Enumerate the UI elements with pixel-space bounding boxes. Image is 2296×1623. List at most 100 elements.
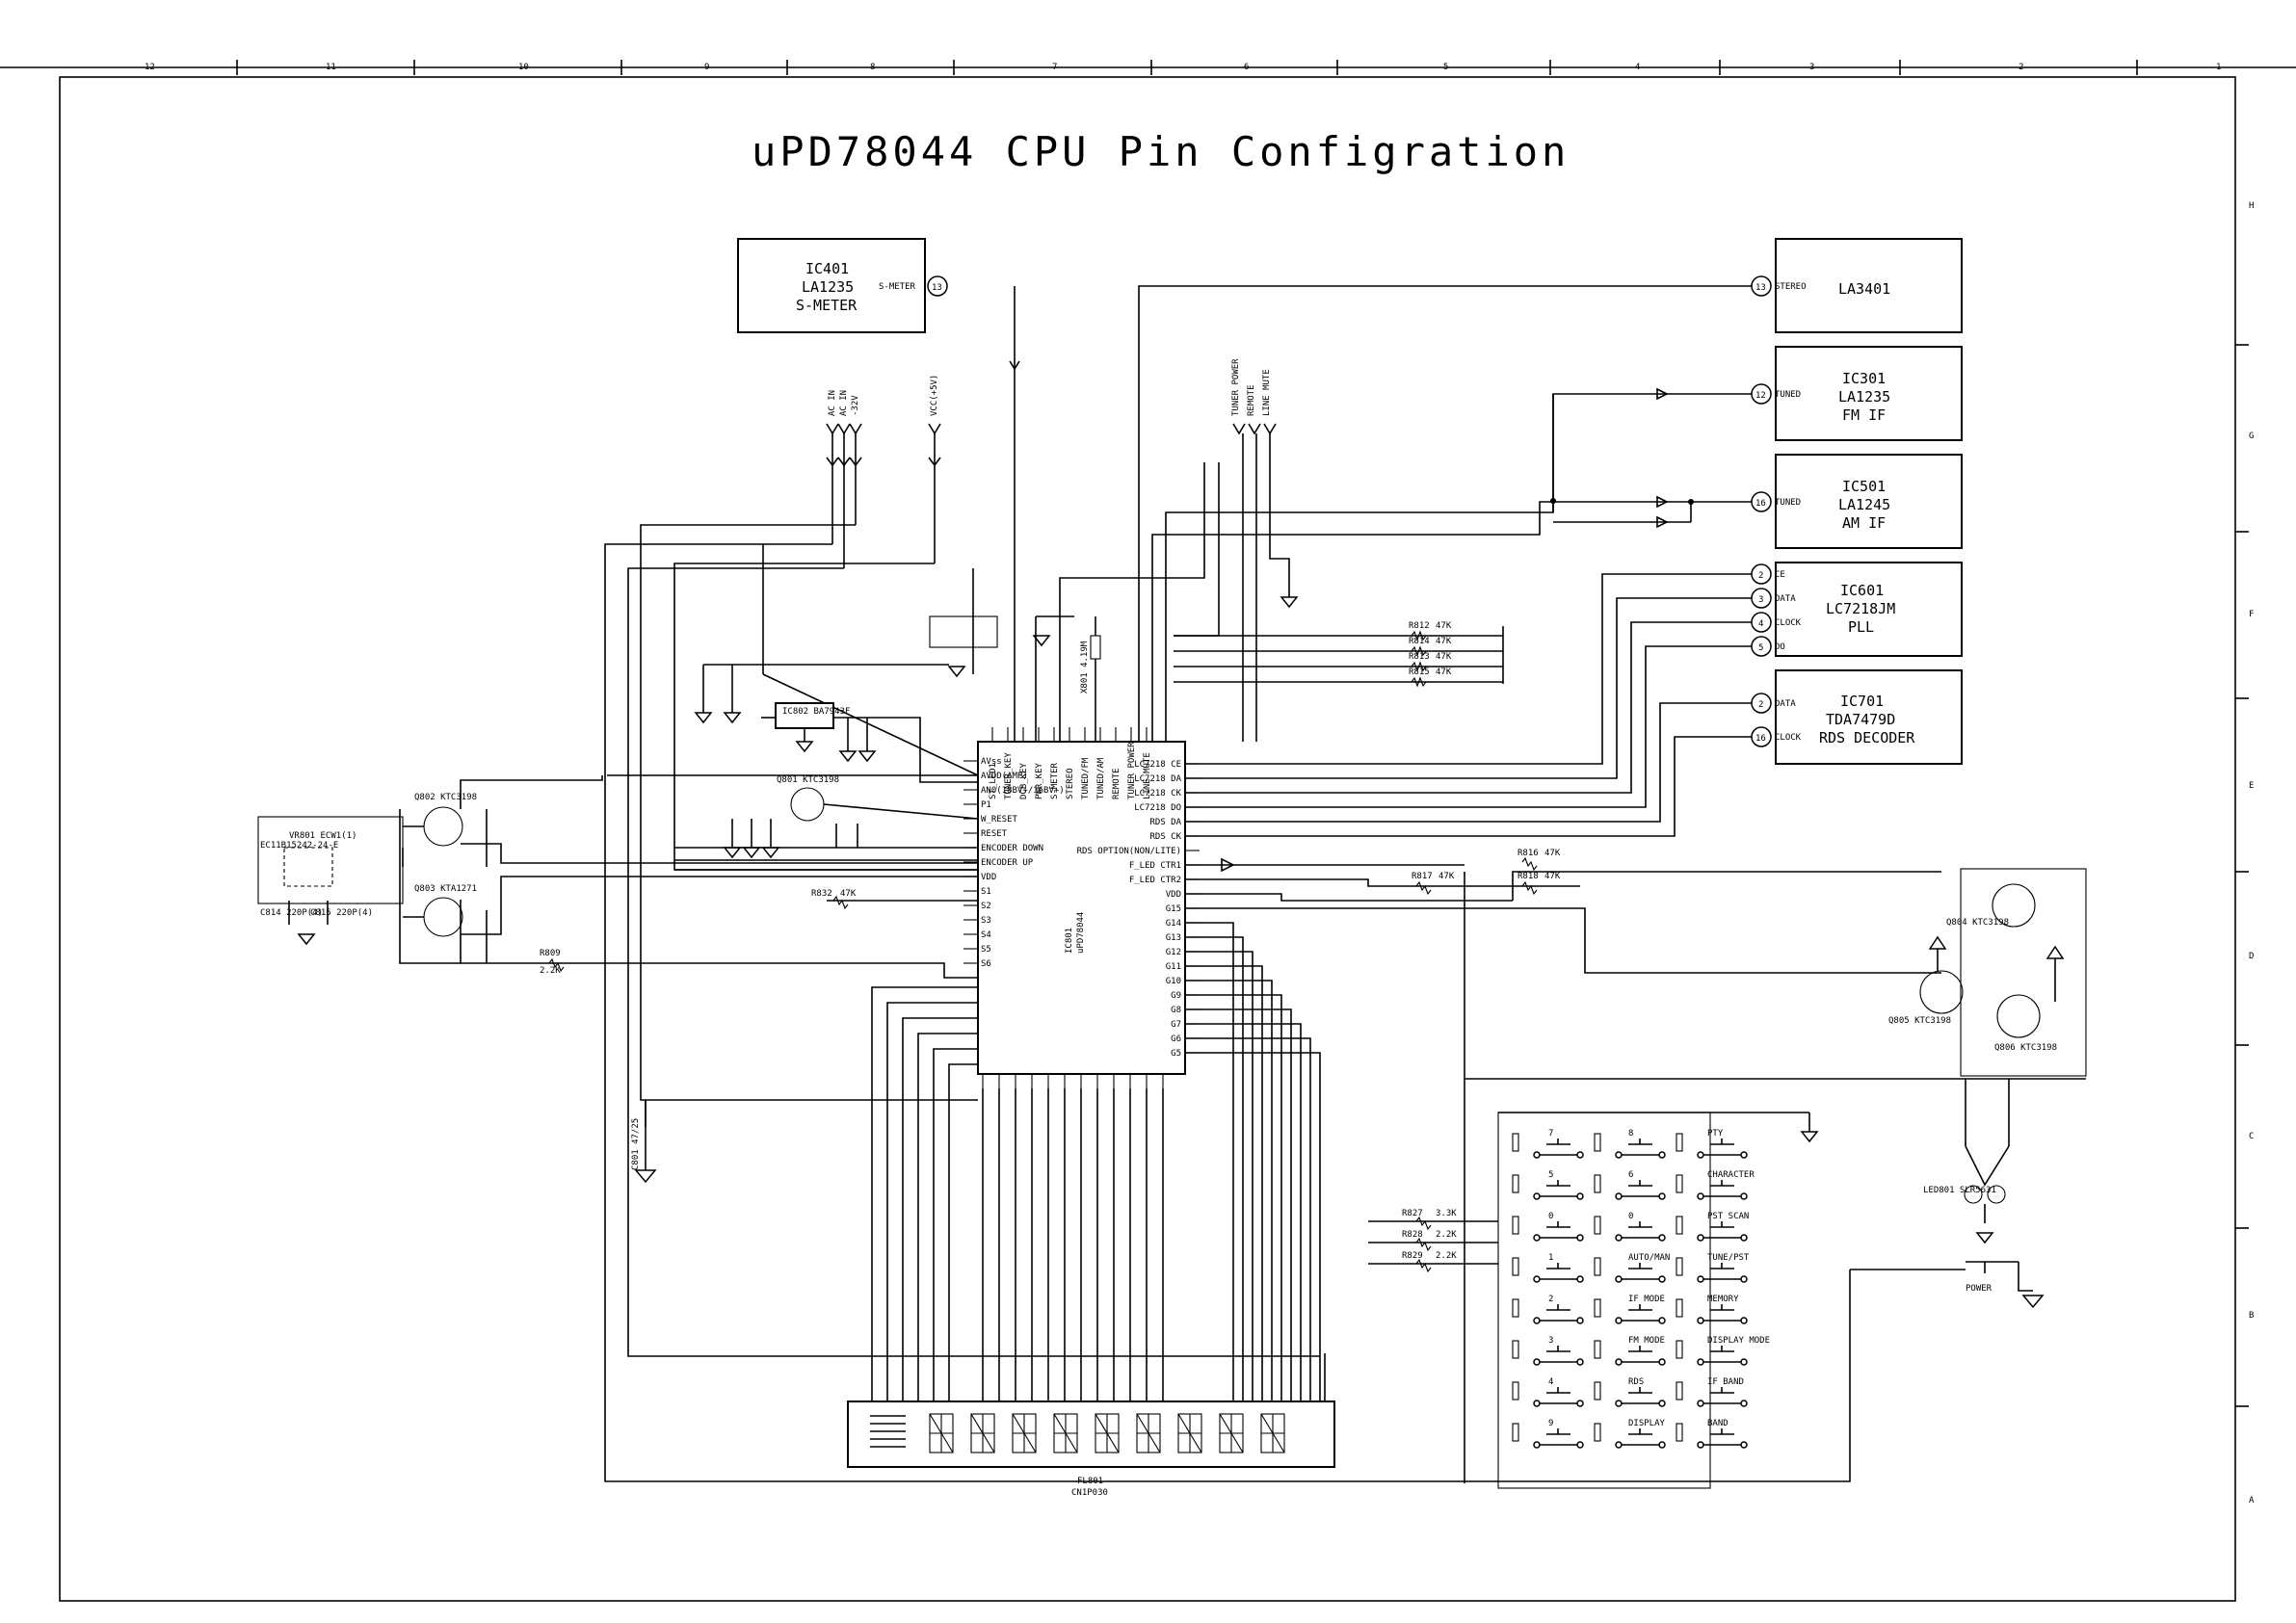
top-zone-4: 4 xyxy=(1635,63,1640,72)
right-zone-ticks xyxy=(2235,344,2249,1407)
cpu-top-pin: DCB_KEY xyxy=(1019,762,1029,799)
vr801-label: VR801 ECW1(1) xyxy=(289,831,356,841)
top-zone-12: 12 xyxy=(145,63,155,72)
cpu-right-pin: LC7218 CK xyxy=(1134,789,1181,798)
cpu-left-pin: AN0(18BV+/16BV+) xyxy=(981,786,1065,796)
cpu-right-pin: G9 xyxy=(1171,991,1181,1001)
block-ic601-sig-do: DO xyxy=(1775,642,1785,652)
cpu-right-pin: RDS CK xyxy=(1149,832,1181,842)
cpu-right-pin: LC7218 CE xyxy=(1134,760,1181,770)
key-label: RDS xyxy=(1628,1377,1644,1387)
block-ic601-sig-clock: CLOCK xyxy=(1775,618,1802,628)
pullup-resistors: R812 47K R814 47K R813 47K R815 47K R816… xyxy=(1174,621,1561,896)
key-label: 8 xyxy=(1628,1129,1633,1139)
r832-ref: R832 xyxy=(811,889,832,899)
cpu-right-pin: LC7218 DO xyxy=(1134,803,1181,813)
block-ic701-pin-clock: 16 xyxy=(1755,734,1766,744)
r829-ref: R829 xyxy=(1402,1251,1423,1261)
block-ic401-func: S-METER xyxy=(796,297,858,314)
r812-val: 47K xyxy=(1436,621,1452,631)
key-label: CHARACTER xyxy=(1707,1170,1755,1180)
block-ic701-pin-data: 2 xyxy=(1758,700,1763,710)
crystal-x801: X801 4.19M xyxy=(1080,616,1101,742)
r815-ref: R815 xyxy=(1409,668,1430,677)
label-vcc: VCC(+5V) xyxy=(930,375,939,416)
cpu-ic801: IC801 uPD78044 AVssAVDD(AMP)AN0(18BV+/16… xyxy=(963,727,1200,1088)
cpu-left-pin: AVDD(AMP) xyxy=(981,772,1028,781)
key-label: AUTO/MAN xyxy=(1628,1253,1670,1263)
key-label: IF BAND xyxy=(1707,1377,1744,1387)
cpu-top-pin: REMOTE xyxy=(1112,768,1122,799)
r832-val: 47K xyxy=(840,889,857,899)
cpu-left-pin: S3 xyxy=(981,916,991,926)
block-ic601-sig-ce: CE xyxy=(1775,570,1785,580)
block-la3401-name: LA3401 xyxy=(1838,280,1890,298)
r814-val: 47K xyxy=(1436,637,1452,646)
power-key-label: POWER xyxy=(1966,1284,1993,1294)
key-label: FM MODE xyxy=(1628,1336,1665,1346)
r817-val: 47K xyxy=(1438,872,1455,881)
cpu-left-pin: S4 xyxy=(981,930,991,940)
right-zone-C: C xyxy=(2249,1132,2254,1141)
block-ic401-signal: S-METER xyxy=(879,282,916,292)
cpu-left-pin: S5 xyxy=(981,945,991,955)
cpu-right-pin: VDD xyxy=(1166,890,1181,900)
key-label: TUNE/PST xyxy=(1707,1253,1750,1263)
block-ic301: IC301 LA1235 FM IF 12 TUNED xyxy=(1751,346,1963,441)
power-labels: AC IN AC IN -32V VCC(+5V) TUNER POWER RE… xyxy=(826,358,1277,568)
key-label: IF MODE xyxy=(1628,1295,1665,1304)
cpu-part: uPD78044 xyxy=(1076,912,1086,954)
block-ic301-pin: 12 xyxy=(1755,391,1766,401)
r816-ref: R816 xyxy=(1517,849,1539,858)
cpu-right-pin: LC7218 DA xyxy=(1134,774,1181,784)
cpu-right-pin: G12 xyxy=(1166,948,1181,957)
cpu-right-pin: G14 xyxy=(1166,919,1181,929)
key-label: MEMORY xyxy=(1707,1295,1739,1304)
right-zone-G: G xyxy=(2249,432,2254,441)
block-ic401-pin: 13 xyxy=(932,283,942,293)
block-la3401-pin: 13 xyxy=(1755,283,1766,293)
label-ac-in-2: AC IN xyxy=(839,390,849,416)
block-ic601-pin-clock: 4 xyxy=(1758,619,1763,629)
key-label: 4 xyxy=(1548,1377,1553,1387)
c801-cap: C801 47/25 xyxy=(631,1100,647,1170)
right-zone-D: D xyxy=(2249,952,2254,961)
cpu-right-pin: G11 xyxy=(1166,962,1181,972)
cpu-right-pin: F_LED CTR1 xyxy=(1129,861,1181,871)
cpu-top-pin: TUNED/FM xyxy=(1081,757,1091,799)
cpu-top-pin: TUNED/AM xyxy=(1096,757,1106,799)
r818-val: 47K xyxy=(1544,872,1561,881)
block-ic301-ref: IC301 xyxy=(1842,370,1886,387)
cpu-right-pin: F_LED CTR2 xyxy=(1129,876,1181,885)
cpu-left-pin: W_RESET xyxy=(981,815,1018,825)
top-zone-6: 6 xyxy=(1244,63,1249,72)
r813-ref: R813 xyxy=(1409,652,1430,662)
cpu-left-pin: S6 xyxy=(981,959,991,969)
cpu-left-pin: P1 xyxy=(981,800,991,810)
cpu-right-pin: G8 xyxy=(1171,1006,1181,1015)
cpu-right-pin: G7 xyxy=(1171,1020,1181,1030)
cpu-right-pins: LC7218 CE LC7218 DA LC7218 CK LC7218 DO RDS … xyxy=(1077,760,1200,1059)
page-title: uPD78044 CPU Pin Configration xyxy=(752,128,1570,175)
ic802-label: IC802 BA7943F xyxy=(782,707,850,717)
cpu-top-pin: LINE MUTE xyxy=(1143,752,1152,799)
block-ic701-func: RDS DECODER xyxy=(1819,729,1915,746)
block-ic501-part: LA1245 xyxy=(1838,496,1890,513)
block-ic501-func: AM IF xyxy=(1842,514,1886,532)
fl801-part: CN1P030 xyxy=(1071,1488,1108,1498)
label-minus-32v: -32V xyxy=(851,395,860,416)
block-la3401: LA3401 13 STEREO xyxy=(1751,238,1963,333)
cpu-left-pin: AVss xyxy=(981,757,1002,767)
cpu-left-pin: RESET xyxy=(981,829,1008,839)
block-ic301-func: FM IF xyxy=(1842,406,1886,424)
block-ic601-pin-do: 5 xyxy=(1758,643,1763,653)
r814-ref: R814 xyxy=(1409,637,1430,646)
led801-label: LED801 SLR5631 xyxy=(1923,1186,1996,1195)
cpu-top-pin: ST_LED1 xyxy=(989,763,998,799)
r827-val: 3.3K xyxy=(1436,1209,1457,1218)
key-label: BAND xyxy=(1707,1419,1729,1428)
key-label: 3 xyxy=(1548,1336,1553,1346)
